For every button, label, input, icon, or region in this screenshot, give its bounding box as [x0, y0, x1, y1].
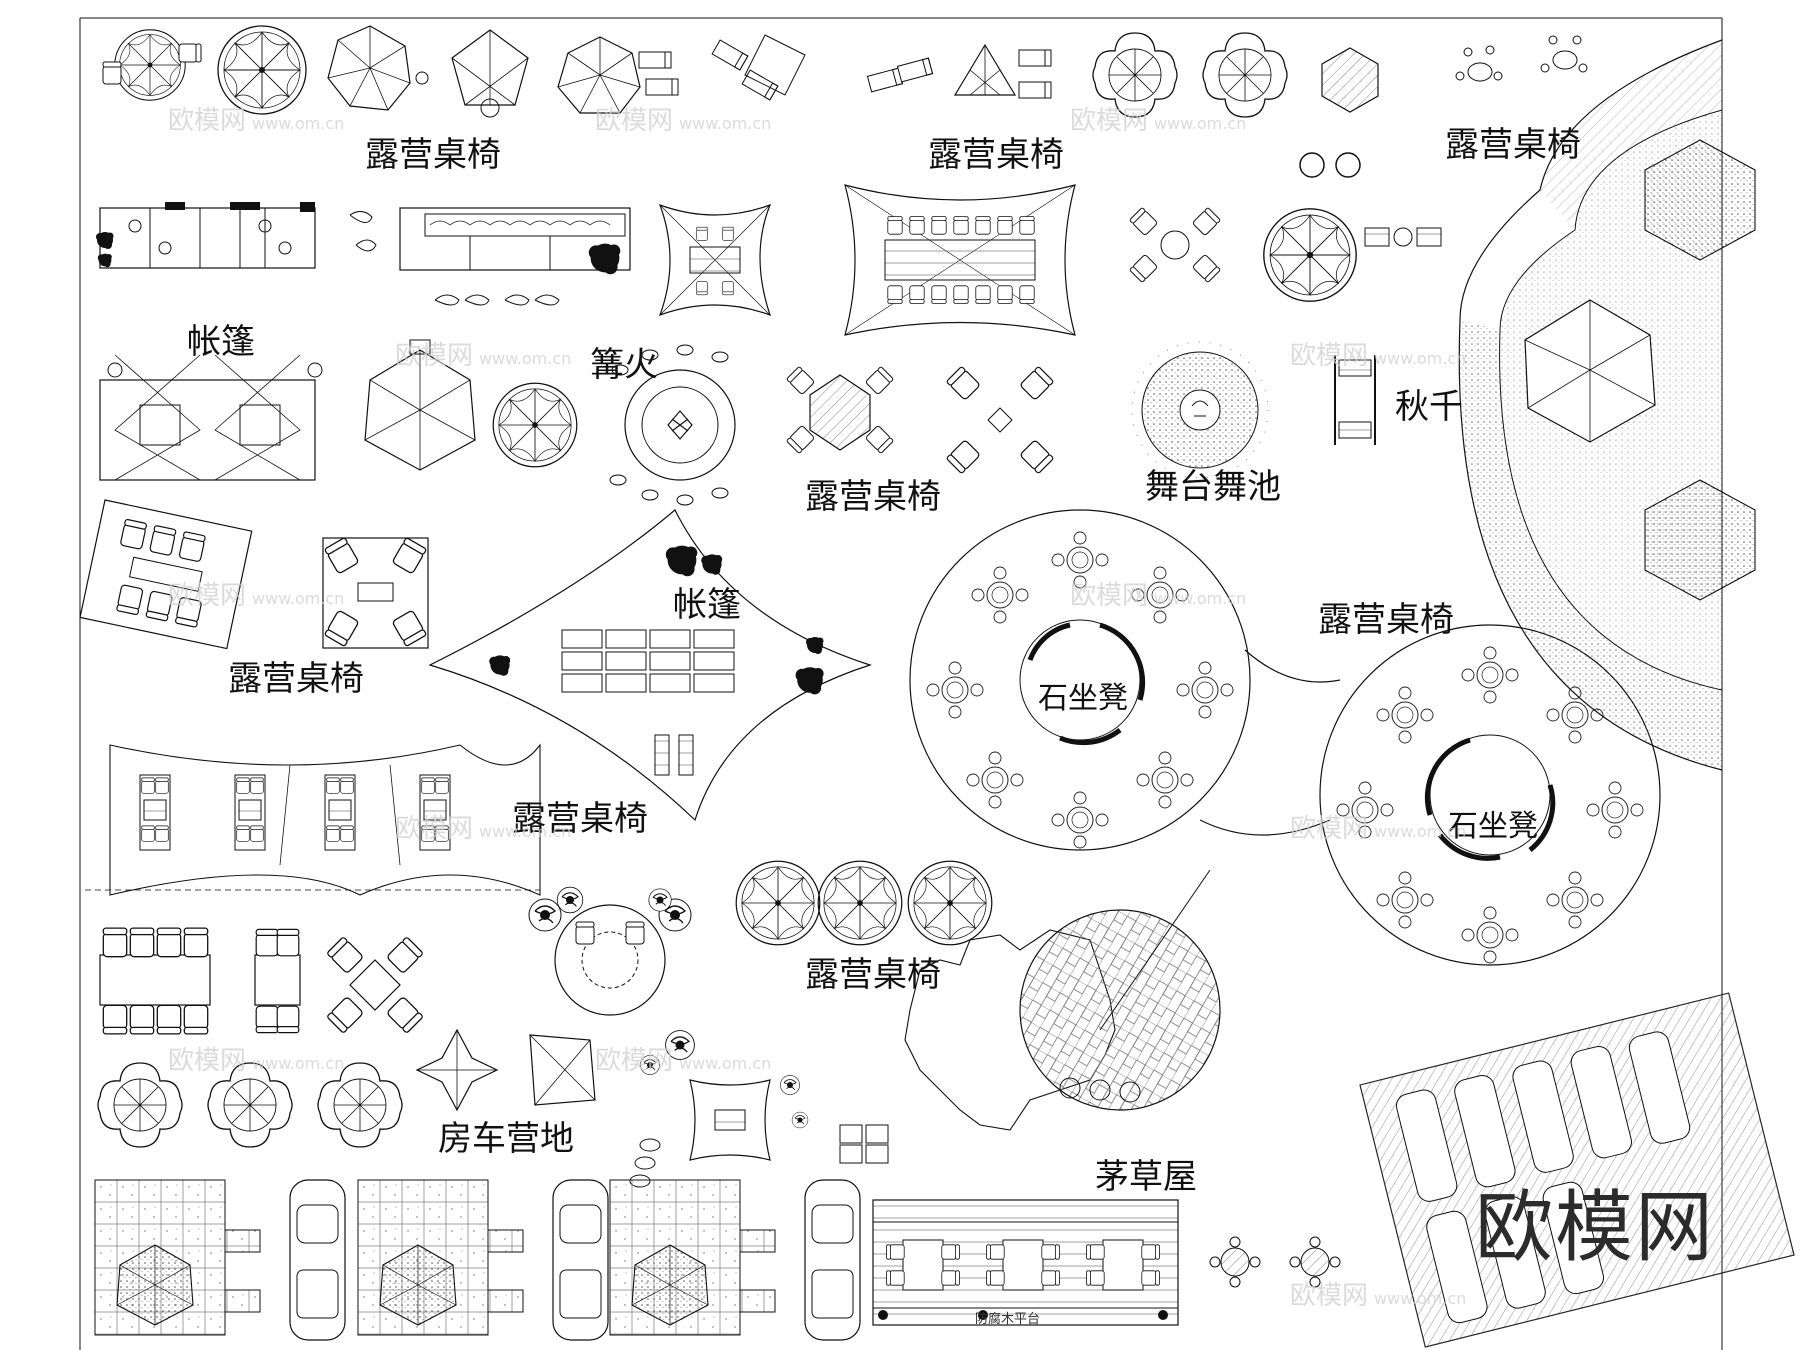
label-tent-2: 帐篷 — [673, 585, 741, 625]
label-camp-table-8: 露营桌椅 — [805, 955, 941, 995]
label-camp-table-7: 露营桌椅 — [512, 799, 648, 839]
label-tent-1: 帐篷 — [187, 322, 255, 362]
label-stone-seat-2: 石坐凳 — [1448, 809, 1538, 844]
label-swing: 秋千 — [1395, 387, 1463, 427]
label-camp-table-6: 露营桌椅 — [228, 659, 364, 699]
label-camp-table-2: 露营桌椅 — [928, 135, 1064, 175]
label-camp-table-1: 露营桌椅 — [365, 135, 501, 175]
label-stone-seat-1: 石坐凳 — [1038, 681, 1128, 716]
label-stage: 舞台舞池 — [1145, 467, 1281, 507]
brand-logo: 欧模网 — [1475, 1183, 1716, 1273]
label-camp-table-4: 露营桌椅 — [805, 477, 941, 517]
label-camp-table-3: 露营桌椅 — [1445, 125, 1581, 165]
label-rv-camp: 房车营地 — [438, 1119, 574, 1159]
label-wood-deck: 防腐木平台 — [975, 1312, 1041, 1327]
label-bonfire: 篝火 — [590, 345, 658, 385]
label-thatched-hut: 茅草屋 — [1095, 1157, 1197, 1197]
label-camp-table-5: 露营桌椅 — [1318, 600, 1454, 640]
